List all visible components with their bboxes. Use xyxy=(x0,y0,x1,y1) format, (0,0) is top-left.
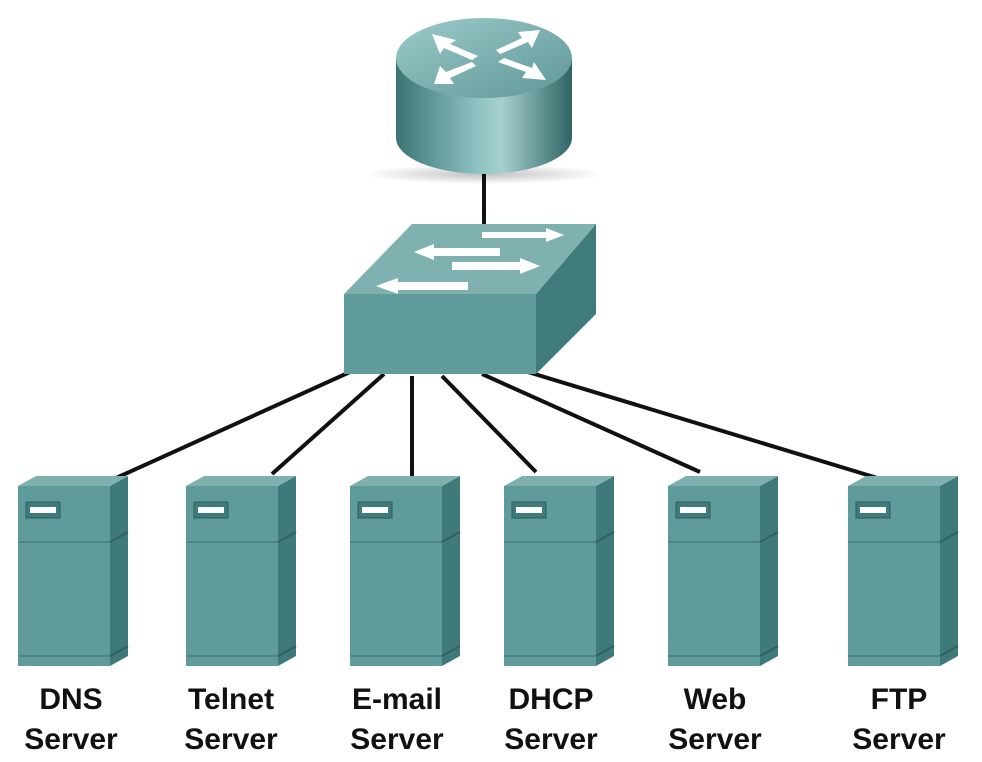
cable-dns xyxy=(115,370,351,480)
server-icon xyxy=(848,476,959,666)
server-icon xyxy=(668,476,779,666)
switch-icon xyxy=(344,224,596,374)
cable-ftp xyxy=(527,370,885,482)
cable-web xyxy=(481,372,701,474)
server-label-dns: DNS Server xyxy=(24,683,118,756)
cable-telnet xyxy=(270,372,386,476)
router-arrows-icon xyxy=(432,30,546,84)
server-icon xyxy=(18,476,129,666)
server-label-telnet: Telnet Server xyxy=(184,683,278,756)
server-icon xyxy=(504,476,615,666)
server-icon xyxy=(186,476,297,666)
server-label-email: E-mail Server xyxy=(350,683,444,756)
server-icon xyxy=(350,476,461,666)
server-label-dhcp: DHCP Server xyxy=(504,683,598,756)
cables xyxy=(115,172,885,482)
cable-dhcp xyxy=(440,374,538,474)
server-label-ftp: FTP Server xyxy=(852,683,946,756)
server-label-web: Web Server xyxy=(668,683,762,756)
servers xyxy=(18,476,959,666)
router-icon xyxy=(364,18,604,184)
switch-arrows-icon xyxy=(376,228,564,294)
